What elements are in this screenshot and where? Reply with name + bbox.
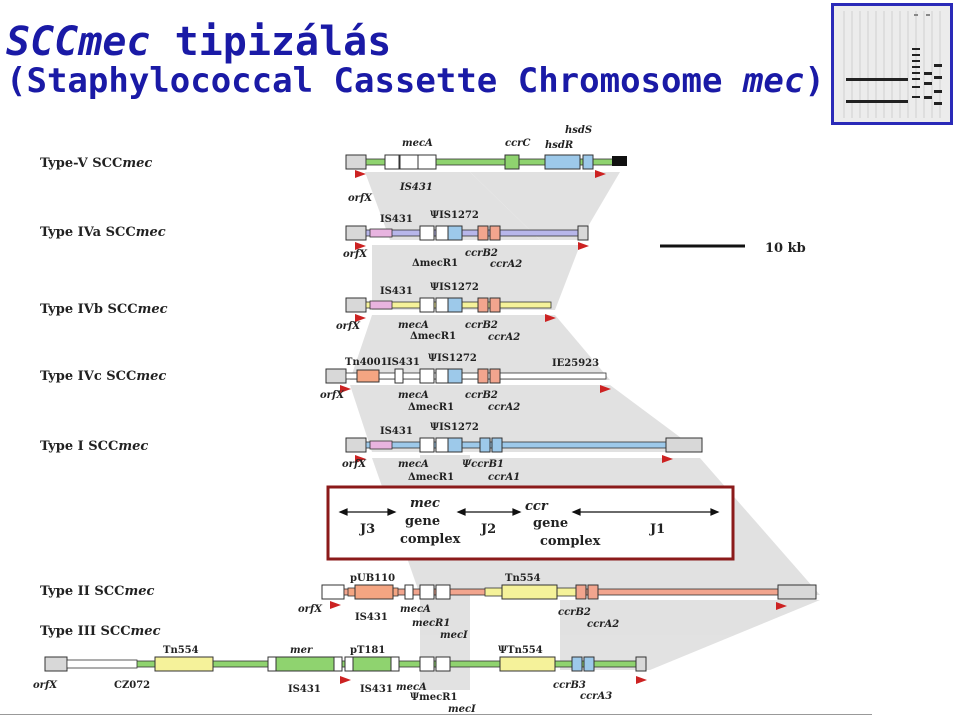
svg-text:pT181: pT181 <box>350 645 385 656</box>
gel-electrophoresis-image <box>831 3 953 125</box>
type-v-map: mecA ccrC hsdR hsdS IS431 orfX <box>345 125 627 204</box>
svg-text:ΨIS1272: ΨIS1272 <box>430 282 479 293</box>
svg-text:IE25923: IE25923 <box>552 358 599 369</box>
svg-text:ΨIS1272: ΨIS1272 <box>430 210 479 221</box>
scale-bar: 10 kb <box>660 241 806 256</box>
svg-text:ccrA2: ccrA2 <box>490 259 522 270</box>
svg-text:J3: J3 <box>359 522 375 537</box>
title-line-2: (Staphylococcal Cassette Chromosome mec) <box>6 61 825 101</box>
type-i-map: IS431 ΨIS1272 orfX mecA ΔmecR1 ΨccrB1 cc… <box>342 422 703 483</box>
svg-text:ΔmecR1: ΔmecR1 <box>410 331 456 342</box>
svg-text:mecA: mecA <box>402 138 433 149</box>
svg-text:ccrB2: ccrB2 <box>558 607 591 618</box>
type-ii-label: Type II SCCmec <box>40 584 154 599</box>
svg-text:orfX: orfX <box>343 249 368 260</box>
type-ivc-map: Tn4001 IS431 ΨIS1272 IE25923 orfX mecA Δ… <box>320 353 611 413</box>
svg-text:mecI: mecI <box>448 704 476 715</box>
svg-text:mecR1: mecR1 <box>412 618 450 629</box>
svg-text:mecA: mecA <box>400 604 431 615</box>
svg-text:ccrB2: ccrB2 <box>465 248 498 259</box>
type-iii-map: Tn554 mer pT181 ΨTn554 orfX CZ072 IS431 … <box>33 645 647 715</box>
svg-text:J1: J1 <box>649 522 665 537</box>
svg-text:complex: complex <box>400 532 461 547</box>
svg-text:gene: gene <box>405 514 440 529</box>
svg-text:Tn554: Tn554 <box>505 573 541 584</box>
svg-text:ccrB2: ccrB2 <box>465 320 498 331</box>
svg-text:ccr: ccr <box>525 499 549 514</box>
svg-text:ΨTn554: ΨTn554 <box>498 645 543 656</box>
svg-text:ccrA2: ccrA2 <box>488 402 520 413</box>
scale-label: 10 kb <box>765 241 806 256</box>
type-labels: Type-V SCCmec Type IVa SCCmec Type IVb S… <box>40 156 168 639</box>
svg-text:ΨIS1272: ΨIS1272 <box>430 422 479 433</box>
svg-text:mer: mer <box>290 645 313 656</box>
svg-text:ΨmecR1: ΨmecR1 <box>410 692 457 703</box>
svg-text:ccrA2: ccrA2 <box>488 332 520 343</box>
type-v-label: Type-V SCCmec <box>40 156 152 171</box>
svg-text:IS431: IS431 <box>355 612 388 623</box>
svg-text:IS431: IS431 <box>399 182 433 193</box>
svg-text:ΔmecR1: ΔmecR1 <box>408 472 454 483</box>
svg-text:ΔmecR1: ΔmecR1 <box>408 402 454 413</box>
svg-text:ΨIS1272: ΨIS1272 <box>428 353 477 364</box>
svg-text:mecA: mecA <box>398 390 429 401</box>
svg-text:Tn554: Tn554 <box>163 645 199 656</box>
type-ivc-label: Type IVc SCCmec <box>40 369 166 384</box>
svg-text:IS431: IS431 <box>288 684 321 695</box>
title-line-1: SCCmec tipizálás <box>6 19 392 65</box>
svg-text:pUB110: pUB110 <box>350 573 395 584</box>
svg-text:mec: mec <box>410 496 440 511</box>
svg-text:mecI: mecI <box>440 630 468 641</box>
svg-text:ccrB3: ccrB3 <box>553 680 586 691</box>
svg-text:ΨccrB1: ΨccrB1 <box>462 459 504 470</box>
svg-text:ccrA1: ccrA1 <box>488 472 520 483</box>
svg-text:orfX: orfX <box>298 604 323 615</box>
svg-text:ccrA2: ccrA2 <box>587 619 619 630</box>
svg-text:Tn4001: Tn4001 <box>345 357 388 368</box>
svg-text:ccrC: ccrC <box>505 138 530 149</box>
svg-text:mecA: mecA <box>398 459 429 470</box>
svg-text:CZ072: CZ072 <box>114 680 150 691</box>
svg-text:IS431: IS431 <box>380 286 413 297</box>
svg-text:orfX: orfX <box>342 459 367 470</box>
svg-text:hsdS: hsdS <box>565 125 592 136</box>
gel-bands <box>834 6 950 122</box>
svg-text:mecA: mecA <box>396 682 427 693</box>
svg-text:IS431: IS431 <box>380 426 413 437</box>
type-ivb-label: Type IVb SCCmec <box>40 302 168 317</box>
type-iii-label: Type III SCCmec <box>40 624 161 639</box>
type-iva-map: IS431 ΨIS1272 orfX ΔmecR1 ccrB2 ccrA2 <box>343 210 589 270</box>
type-ivb-map: IS431 ΨIS1272 orfX mecA ΔmecR1 ccrB2 ccr… <box>336 282 556 343</box>
svg-text:ccrA3: ccrA3 <box>580 691 612 702</box>
svg-text:IS431: IS431 <box>380 214 413 225</box>
svg-text:IS431: IS431 <box>387 357 420 368</box>
svg-text:complex: complex <box>540 534 601 549</box>
svg-text:orfX: orfX <box>336 321 361 332</box>
type-ii-map: pUB110 Tn554 orfX IS431 mecA mecR1 mecI … <box>298 573 817 641</box>
svg-text:IS431: IS431 <box>360 684 393 695</box>
svg-text:hsdR: hsdR <box>545 140 573 151</box>
svg-text:J2: J2 <box>480 522 496 537</box>
svg-text:gene: gene <box>533 516 568 531</box>
slide-title: SCCmec tipizálás (Staphylococcal Cassett… <box>6 22 825 98</box>
type-iva-label: Type IVa SCCmec <box>40 225 166 240</box>
type-i-label: Type I SCCmec <box>40 439 148 454</box>
svg-text:orfX: orfX <box>33 680 58 691</box>
svg-text:mecA: mecA <box>398 320 429 331</box>
svg-text:ccrB2: ccrB2 <box>465 390 498 401</box>
svg-text:orfX: orfX <box>320 390 345 401</box>
footer-rule <box>0 714 872 715</box>
structure-legend-box: J3 mec gene complex J2 ccr gene complex … <box>326 485 735 561</box>
svg-text:orfX: orfX <box>348 193 373 204</box>
svg-text:ΔmecR1: ΔmecR1 <box>412 258 458 269</box>
